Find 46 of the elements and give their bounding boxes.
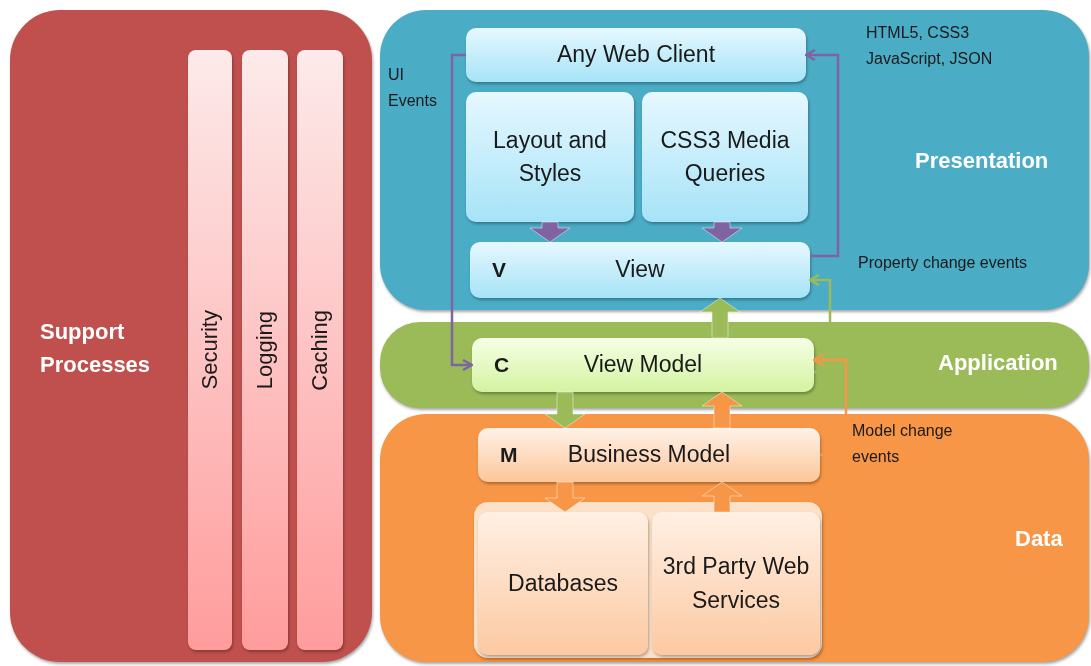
bar-label: Security	[197, 310, 223, 390]
layer-band	[10, 10, 372, 662]
bar-label: Caching	[307, 309, 333, 391]
process-box	[472, 338, 814, 392]
process-box	[652, 512, 820, 655]
block-arrow	[701, 221, 743, 243]
edge-label: UI Events	[388, 65, 438, 112]
layer-letter: M	[500, 441, 518, 468]
layer-band	[380, 10, 1089, 310]
box-label: View Model	[583, 350, 703, 380]
block-arrow	[529, 221, 571, 243]
layer-title: Data	[1015, 525, 1064, 553]
block-arrow	[701, 391, 743, 429]
box-label: 3rd Party Web Services	[661, 552, 811, 615]
layer-band	[380, 414, 1089, 662]
layer-band	[380, 322, 1089, 408]
box-label: Databases	[508, 568, 618, 598]
box-label: View	[615, 255, 665, 285]
layer-letter: V	[492, 256, 506, 283]
block-arrow	[699, 297, 741, 339]
block-arrow	[544, 391, 586, 429]
process-box	[478, 512, 648, 655]
process-box	[466, 92, 634, 222]
layer-title: Application	[938, 349, 1059, 377]
vertical-bar	[188, 50, 232, 650]
vertical-bar	[242, 50, 288, 650]
box-label: Any Web Client	[556, 40, 716, 70]
block-arrow	[701, 481, 743, 513]
annotation-text: HTML5, CSS3 JavaScript, JSON	[866, 23, 994, 70]
arrow	[450, 53, 474, 372]
box-label: CSS3 Media Queries	[659, 125, 791, 188]
process-box	[470, 242, 810, 298]
layer-title: Support Processes	[40, 318, 152, 379]
process-box	[478, 428, 820, 482]
layer-letter: C	[494, 351, 510, 378]
layer-title: Presentation	[915, 147, 1050, 175]
process-box	[466, 28, 806, 82]
edge-label: Model change events	[852, 421, 954, 468]
edge-label: Property change events	[858, 253, 1028, 273]
block-arrow	[544, 481, 586, 513]
process-box	[642, 92, 808, 222]
bar-label: Logging	[252, 310, 278, 390]
arrow	[804, 48, 840, 258]
vertical-bar	[297, 50, 343, 650]
box-label: Business Model	[567, 440, 731, 470]
box-label: Layout and Styles	[492, 125, 608, 188]
